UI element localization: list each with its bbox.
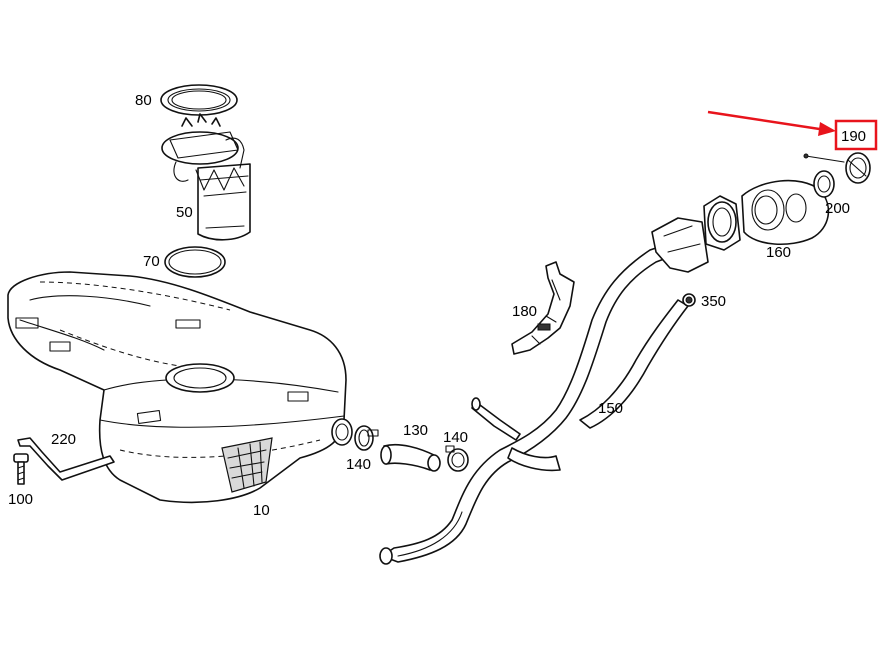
part-140-clamp-right[interactable]: [445, 445, 469, 472]
part-130-hose[interactable]: [380, 443, 441, 472]
part-150-filler-pipe[interactable]: [379, 217, 709, 565]
part-50-fuel-pump-module[interactable]: [161, 113, 251, 241]
part-220-tank-strap[interactable]: [17, 437, 115, 481]
label-190: 190: [841, 128, 866, 145]
label-10: 10: [253, 502, 270, 519]
label-140-left: 140: [346, 456, 371, 473]
part-100-bolt[interactable]: [13, 453, 29, 485]
label-150: 150: [598, 400, 623, 417]
label-100: 100: [8, 491, 33, 508]
label-70: 70: [143, 253, 160, 270]
part-200-ring[interactable]: [813, 170, 835, 198]
part-180-bracket[interactable]: [511, 261, 575, 355]
highlight-arrow: [707, 110, 836, 136]
part-350-grommet[interactable]: [682, 293, 696, 307]
label-50: 50: [176, 204, 193, 221]
part-190-fuel-cap[interactable]: [803, 152, 871, 184]
label-140-right: 140: [443, 429, 468, 446]
label-160: 160: [766, 244, 791, 261]
part-70-o-ring[interactable]: [164, 246, 226, 278]
label-350: 350: [701, 293, 726, 310]
label-200: 200: [825, 200, 850, 217]
label-220: 220: [51, 431, 76, 448]
highlight-box: [834, 119, 878, 151]
label-130: 130: [403, 422, 428, 439]
label-80: 80: [135, 92, 152, 109]
part-160-seal-housing[interactable]: [703, 179, 830, 251]
part-10-fuel-tank[interactable]: [7, 271, 353, 504]
part-80-seal-ring[interactable]: [160, 84, 238, 116]
part-140-clamp-left[interactable]: [354, 425, 379, 451]
label-180: 180: [512, 303, 537, 320]
